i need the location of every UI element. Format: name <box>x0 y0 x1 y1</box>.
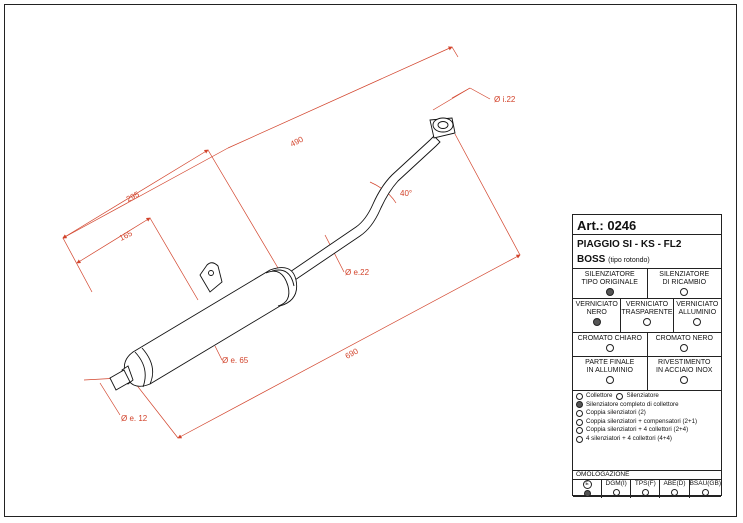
dim-dia-12: Ø e. 12 <box>121 414 148 423</box>
dim-dia-i22: Ø i.22 <box>494 95 516 104</box>
option-parte-finale-alluminio[interactable]: PARTE FINALE IN ALLUMINIO <box>573 357 648 390</box>
radio-icon <box>576 392 583 400</box>
option-verniciato-trasparente[interactable]: VERNICIATO TRASPARENTE <box>621 299 674 332</box>
radio-icon <box>701 489 709 496</box>
series-note: (tipo rotondo) <box>608 257 650 264</box>
option-cromato-nero[interactable]: CROMATO NERO <box>648 333 722 356</box>
radio-icon <box>612 489 620 496</box>
radio-icon <box>605 288 614 296</box>
article-row: Art.: 0246 <box>573 215 721 235</box>
radio-icon <box>670 489 678 496</box>
finish-row: PARTE FINALE IN ALLUMINIO RIVESTIMENTO I… <box>573 357 721 391</box>
model-row: PIAGGIO SI - KS - FL2 BOSS (tipo rotondo… <box>573 235 721 269</box>
radio-icon <box>641 489 649 496</box>
radio-icon <box>583 490 591 497</box>
series-name: BOSS <box>577 254 606 265</box>
option-verniciato-alluminio[interactable]: VERNICIATO ALLUMINIO <box>674 299 721 332</box>
radio-icon <box>616 392 624 400</box>
homologation-abe[interactable]: ABE(D) <box>660 480 690 498</box>
homologation-title: OMOLOGAZIONE <box>576 471 630 478</box>
option-coppia-compensatori[interactable]: Coppia silenziatori + compensatori (2+1) <box>576 418 718 427</box>
option-tipo-originale[interactable]: SILENZIATORE TIPO ORIGINALE <box>573 269 648 298</box>
option-cromato-chiaro[interactable]: CROMATO CHIARO <box>573 333 648 356</box>
radio-icon <box>680 288 689 296</box>
homologation-dgm[interactable]: DGM(I) <box>602 480 632 498</box>
radio-icon <box>605 344 614 352</box>
option-collettore-silenziatore[interactable]: Collettore Silenziatore <box>576 392 718 401</box>
exhaust-outline <box>109 117 456 391</box>
paint-row: VERNICIATO NERO VERNICIATO TRASPARENTE V… <box>573 299 721 333</box>
model-name: PIAGGIO SI - KS - FL2 <box>577 239 682 250</box>
radio-icon <box>680 376 689 384</box>
option-di-ricambio[interactable]: SILENZIATORE DI RICAMBIO <box>648 269 722 298</box>
dim-165: 165 <box>118 228 134 242</box>
option-coppia-4-collettori[interactable]: Coppia silenziatori + 4 collettori (2+4) <box>576 426 718 435</box>
dim-dia-e22: Ø e.22 <box>345 268 370 277</box>
chrome-row: CROMATO CHIARO CROMATO NERO <box>573 333 721 357</box>
homologation-tps[interactable]: TPS(F) <box>631 480 661 498</box>
e-mark-icon: E <box>582 480 592 489</box>
dim-40deg: 40° <box>400 189 412 198</box>
silencer-type-row: SILENZIATORE TIPO ORIGINALE SILENZIATORE… <box>573 269 721 299</box>
radio-icon <box>680 344 689 352</box>
title-block: Art.: 0246 PIAGGIO SI - KS - FL2 BOSS (t… <box>572 214 722 498</box>
article-label: Art.: <box>577 218 604 233</box>
dim-690: 690 <box>344 346 360 360</box>
radio-icon <box>576 427 583 435</box>
option-rivestimento-inox[interactable]: RIVESTIMENTO IN ACCIAIO INOX <box>648 357 722 390</box>
option-silenziatore-completo[interactable]: Silenziatore completo di collettore <box>576 401 718 410</box>
radio-icon <box>576 401 583 409</box>
homologation-section: OMOLOGAZIONE E DGM(I) TPS(F) ABE(D) BSAU… <box>573 471 721 498</box>
radio-icon <box>576 435 583 443</box>
homologation-bsau[interactable]: BSAU(GB) <box>690 480 721 498</box>
article-number: 0246 <box>607 218 637 233</box>
dimension-lines <box>62 46 521 439</box>
radio-icon <box>576 418 583 426</box>
dim-dia-65: Ø e. 65 <box>222 356 249 365</box>
option-verniciato-nero[interactable]: VERNICIATO NERO <box>573 299 622 332</box>
dim-490: 490 <box>289 134 305 148</box>
radio-icon <box>693 318 702 326</box>
radio-icon <box>643 318 651 326</box>
option-4-silenziatori[interactable]: 4 silenziatori + 4 collettori (4+4) <box>576 435 718 444</box>
option-coppia-silenziatori[interactable]: Coppia silenziatori (2) <box>576 409 718 418</box>
configuration-options: Collettore Silenziatore Silenziatore com… <box>573 391 721 471</box>
radio-icon <box>605 376 614 384</box>
drawing-frame <box>4 4 737 517</box>
homologation-e[interactable]: E <box>573 480 603 498</box>
radio-icon <box>576 409 583 417</box>
radio-icon <box>592 318 601 326</box>
